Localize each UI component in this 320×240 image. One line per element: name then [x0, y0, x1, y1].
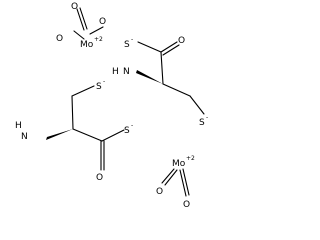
bond-o3-mo-top: [89, 26, 104, 35]
atom-o-bottom-2: O: [183, 200, 190, 210]
charge-s-bottom: -: [131, 122, 133, 129]
atom-mo-bottom: Mo: [172, 159, 186, 169]
chemical-structure-diagram: O O O Mo +2 S - O H N S - S - H N: [15, 2, 208, 210]
charge-s-left-mid: -: [103, 78, 105, 85]
atom-h-nh-left: H: [15, 121, 22, 131]
molybdenum-oxide-top: O O O Mo +2: [56, 2, 106, 50]
cysteine-right: S - O H N S -: [112, 36, 208, 128]
molybdenum-oxide-bottom: Mo +2 O O: [156, 155, 195, 210]
charge-s-top-right: -: [131, 36, 133, 43]
bond-s-carbonyl: [137, 41, 162, 53]
cysteine-left: S - H N S - O: [15, 78, 133, 183]
bond-mo-bottom-o1: [161, 168, 175, 184]
atom-o-bottom-left: O: [96, 173, 103, 183]
bond-o2-mo-top-b: [79, 7, 88, 30]
bond-carbonyl-alpha: [160, 51, 164, 85]
bond-carbonyl-o: [160, 41, 178, 53]
bond-o2-mo-top: [76, 8, 85, 31]
bond-o1-mo-top: [73, 30, 85, 40]
atom-o-right-carbonyl: O: [178, 36, 185, 46]
atom-s-top-right: S: [124, 40, 130, 50]
bond-alpha-carbonyl-left: [72, 128, 103, 142]
atom-mo-top: Mo: [80, 40, 94, 50]
atom-s-bottom: S: [124, 126, 130, 136]
bond-alpha-ch2-right: [162, 83, 191, 97]
bond-ch2-alpha-left: [71, 95, 74, 130]
bond-carbonyl-o-b: [162, 44, 180, 56]
atom-s-left-mid: S: [96, 82, 102, 92]
atom-n-right: N: [123, 67, 130, 77]
atom-h-nh-right: H: [112, 67, 119, 77]
atom-s-right-low: S: [199, 118, 205, 128]
bond-carbonyl-s-bottom: [101, 129, 125, 142]
atom-n-left: N: [21, 132, 28, 142]
charge-mo-top: +2: [94, 36, 103, 43]
atom-o-top-left: O: [56, 34, 63, 44]
charge-s-right-low: -: [206, 114, 208, 121]
atom-o-bottom-1: O: [156, 187, 163, 197]
wedge-alpha-n-left: [46, 129, 73, 140]
bond-mo-bottom-o2: [179, 169, 187, 197]
atom-o-top-right: O: [99, 17, 106, 27]
bond-mo-bottom-o1-b: [164, 169, 178, 186]
charge-mo-bottom: +2: [186, 155, 195, 162]
bond-ch2-s-right: [189, 95, 205, 115]
bond-mo-bottom-o2-b: [182, 168, 190, 196]
atom-o-top-up: O: [71, 2, 78, 12]
bond-s-ch2-left: [71, 85, 95, 97]
wedge-alpha-n-right: [136, 70, 163, 84]
